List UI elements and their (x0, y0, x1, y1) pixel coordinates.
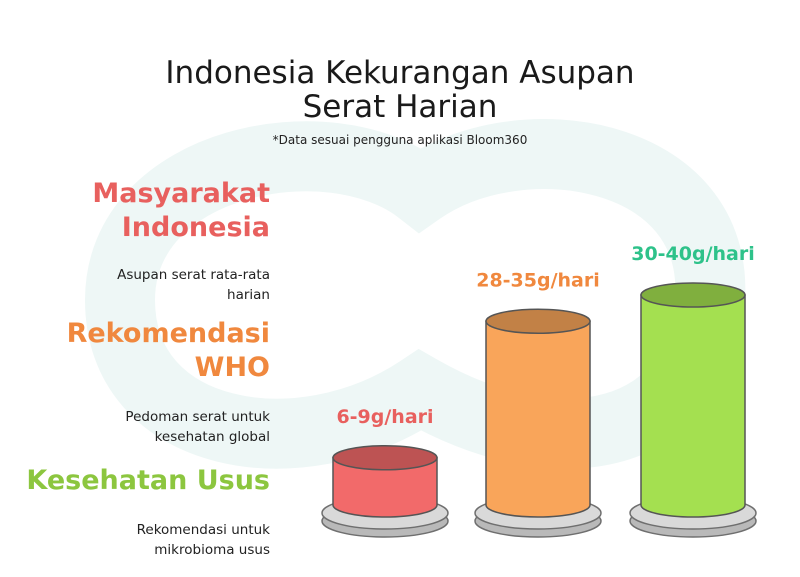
category-description-line-1: Pedoman serat untuk (125, 409, 270, 425)
category-label: Rekomendasi WHO (10, 317, 270, 385)
chart-subtitle: *Data sesuai pengguna aplikasi Bloom360 (272, 133, 528, 147)
category-description-line-2: mikrobioma usus (154, 542, 270, 558)
category-label-line-1: Masyarakat (92, 178, 270, 209)
bar-top-2 (640, 282, 746, 308)
value-label-0: 6-9g/hari (336, 406, 433, 428)
category-description-line-1: Asupan serat rata-rata (117, 267, 270, 283)
category-label-line-2: WHO (194, 352, 270, 383)
category-description-line-1: Rekomendasi untuk (136, 522, 270, 538)
title-line-1: Indonesia Kekurangan Asupan (165, 55, 635, 91)
bar-2 (640, 294, 746, 518)
bar-top-0 (332, 445, 438, 471)
bar-1 (485, 320, 591, 518)
bar-top-1 (485, 308, 591, 334)
category-description-line-2: harian (227, 287, 270, 303)
category-label: Masyarakat Indonesia (10, 177, 270, 245)
value-label-1: 28-35g/hari (476, 269, 600, 291)
value-label-2: 30-40g/hari (631, 243, 755, 265)
category-description: Pedoman serat untuk kesehatan global (10, 407, 270, 447)
category-label-line-1: Kesehatan Usus (26, 465, 270, 496)
category-label-line-1: Rekomendasi (66, 318, 270, 349)
chart-title: Indonesia Kekurangan Asupan Serat Harian (0, 56, 800, 124)
category-description: Asupan serat rata-rata harian (10, 265, 270, 305)
category-label: Kesehatan Usus (10, 464, 270, 498)
title-line-2: Serat Harian (302, 89, 498, 125)
category-description: Rekomendasi untuk mikrobioma usus (10, 520, 270, 560)
bar-0 (332, 457, 438, 518)
category-kesehatan-usus: Kesehatan Usus Rekomendasi untuk mikrobi… (10, 464, 270, 560)
category-rekomendasi-who: Rekomendasi WHO Pedoman serat untuk kese… (10, 317, 270, 447)
category-masyarakat-indonesia: Masyarakat Indonesia Asupan serat rata-r… (10, 177, 270, 305)
category-description-line-2: kesehatan global (154, 429, 270, 445)
category-label-line-2: Indonesia (121, 212, 270, 243)
